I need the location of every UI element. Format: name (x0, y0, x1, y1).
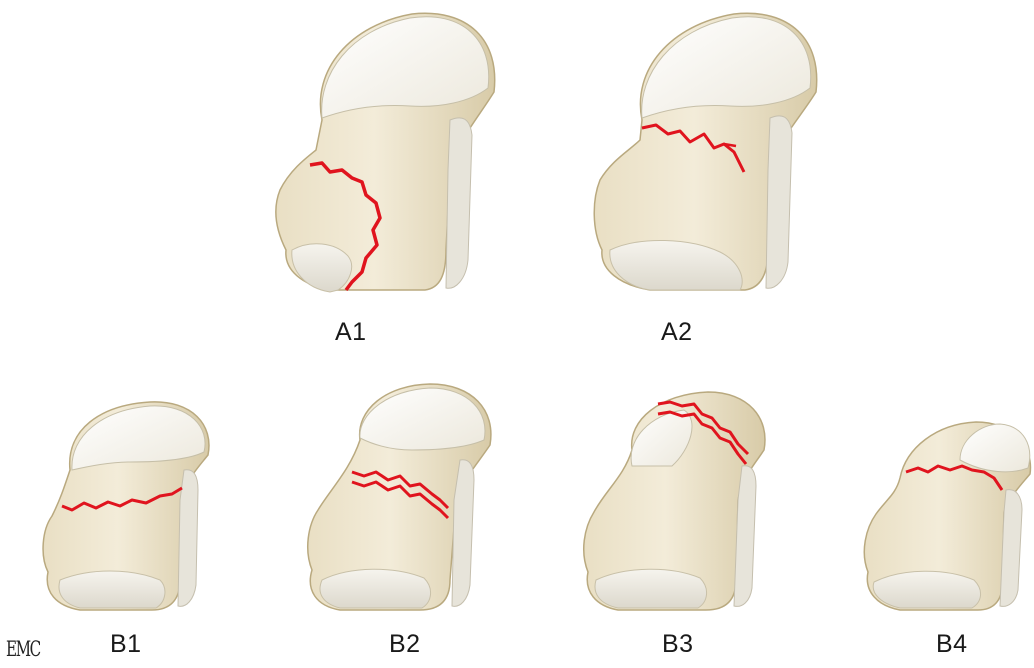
label-b1: B1 (110, 630, 142, 659)
label-b4: B4 (936, 630, 968, 659)
emc-logo: EMC (6, 637, 40, 661)
bone-b3 (584, 392, 765, 610)
bone-a2 (594, 13, 816, 290)
bone-a1 (276, 13, 495, 292)
bone-b2 (308, 384, 491, 610)
label-a1: A1 (335, 318, 367, 347)
label-b3: B3 (662, 630, 694, 659)
bone-b1 (43, 402, 209, 610)
label-b2: B2 (389, 630, 421, 659)
bone-b4 (864, 422, 1030, 610)
label-a2: A2 (661, 318, 693, 347)
